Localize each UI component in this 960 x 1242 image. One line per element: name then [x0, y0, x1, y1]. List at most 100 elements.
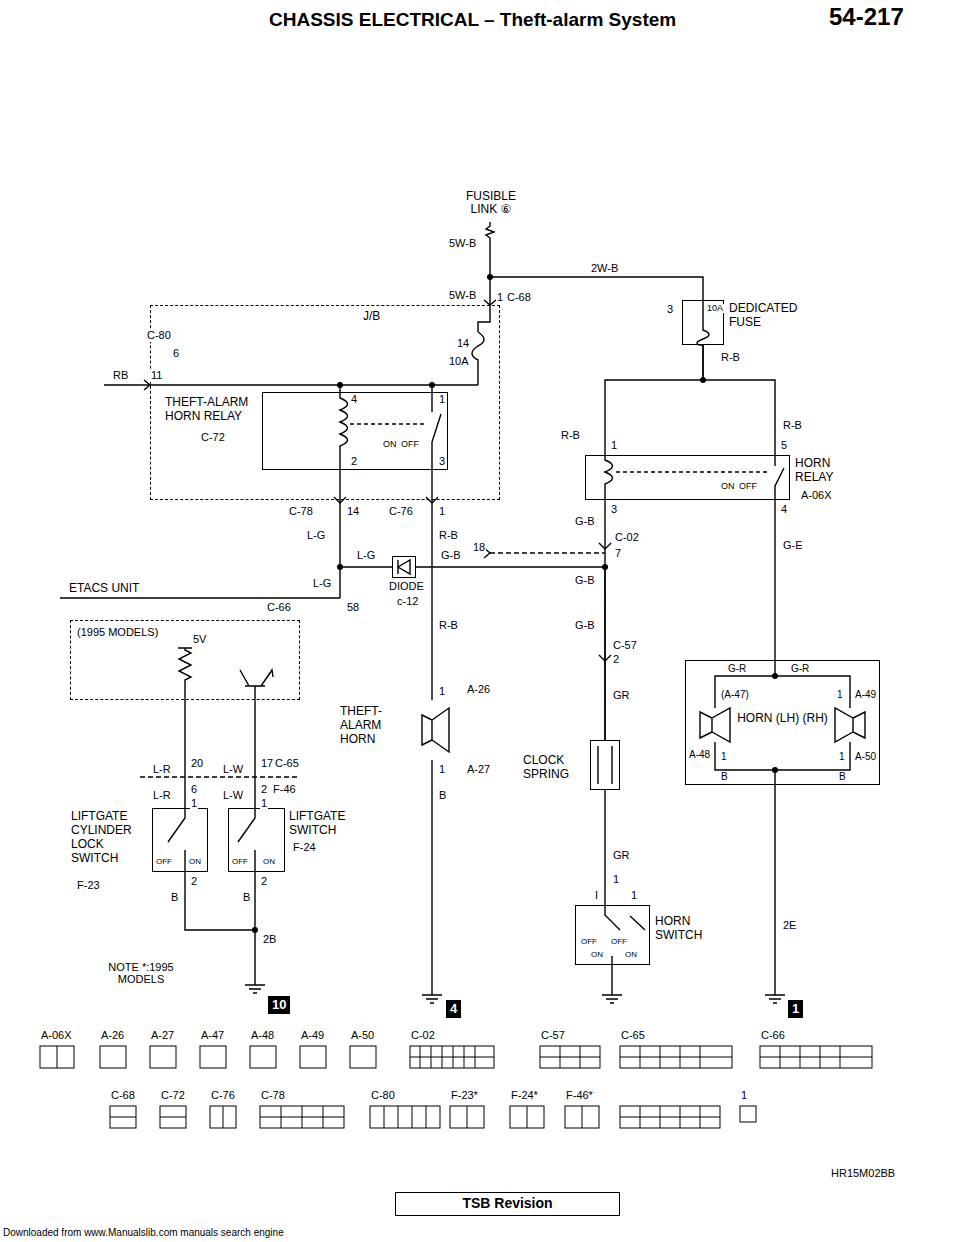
wire-label: OFF: [610, 938, 628, 946]
node-text: (1995 MODELS): [77, 625, 158, 639]
node-text: CLOCK SPRING: [523, 753, 585, 781]
connector-grid: [740, 1106, 756, 1122]
wire-label: 2: [190, 876, 198, 888]
node-text: HORN RELAY: [795, 456, 865, 484]
relay-coil: [340, 392, 348, 470]
wire: [715, 660, 850, 708]
wire-label: L-G: [306, 530, 326, 542]
wire-label: 1: [838, 752, 846, 763]
wire-label: ON: [624, 951, 638, 959]
revision-box: TSB Revision: [395, 1192, 620, 1216]
wire-label: C-72: [200, 432, 226, 444]
wire-connector: [703, 345, 775, 455]
wire-label: A-27: [150, 1030, 175, 1042]
ground-symbol: [245, 985, 265, 993]
wire-label: ON: [188, 858, 202, 866]
node-text: THEFT- ALARM HORN: [340, 704, 396, 746]
wire-label: OFF: [580, 938, 598, 946]
connector-grid: [300, 1046, 326, 1068]
connector-grid: [200, 1046, 226, 1068]
wires: [60, 222, 865, 1003]
grid-lines: [57, 1046, 872, 1068]
wire-label: F-23: [76, 880, 101, 892]
wire-label: A-49: [854, 690, 877, 701]
wire-label: G-E: [782, 540, 804, 552]
ground-symbol: [602, 995, 622, 1003]
node-text: LIFTGATE SWITCH: [289, 809, 359, 837]
wire-label: 1: [260, 798, 268, 810]
wire-label: G-B: [574, 620, 596, 632]
wire-label: C-76: [210, 1090, 236, 1102]
wire-label: 5V: [192, 634, 207, 646]
wire-label: 1: [612, 874, 620, 886]
wire-label: C-66: [760, 1030, 786, 1042]
wire: [185, 700, 255, 808]
wire-label: L-R: [152, 790, 172, 802]
wire-label: A-27: [466, 764, 491, 776]
connector-line: [140, 776, 300, 777]
wire-label: HR15M02BB: [830, 1168, 896, 1180]
wire: [478, 305, 490, 332]
relay-link: [616, 471, 770, 472]
callout-number: 4: [446, 1000, 461, 1018]
wire-label: (A-47): [720, 690, 750, 701]
wire-label: 1: [438, 506, 446, 518]
switch-box: HORN SWITCH: [575, 905, 650, 965]
wire-label: R-B: [720, 352, 741, 364]
node-text: HORN (LH) (RH): [737, 711, 828, 725]
switch-symbol: [168, 808, 255, 872]
wire-label: 2: [260, 784, 268, 796]
node-text: LIFTGATE CYLINDER LOCK SWITCH: [71, 809, 149, 865]
wire-label: A-48: [250, 1030, 275, 1042]
wire-label: G-R: [790, 664, 810, 675]
ground-symbol: [422, 995, 442, 1003]
horn-symbol: [422, 708, 449, 752]
clock-spring: CLOCK SPRING: [590, 740, 620, 790]
connector-grids: [40, 1046, 872, 1128]
junction-dot: [772, 767, 778, 773]
wire-label: 1: [610, 440, 618, 452]
ground-symbol: [765, 995, 785, 1003]
node-text: ETACS UNIT: [69, 581, 139, 595]
transistor-symbol: [240, 670, 273, 700]
wire-label: C-68: [110, 1090, 136, 1102]
diode-symbol: [398, 560, 410, 574]
wire-label: C-78: [260, 1090, 286, 1102]
wire-label: 3: [610, 504, 618, 516]
wire-label: A-26: [100, 1030, 125, 1042]
wire-label: L-R: [152, 764, 172, 776]
wire-label: F-46*: [565, 1090, 594, 1102]
wire-label: B: [438, 790, 447, 802]
wire-label: C-57: [612, 640, 638, 652]
wire-label: C-02: [410, 1030, 436, 1042]
wire-label: 1: [438, 686, 446, 698]
wire-label: 10A: [448, 356, 470, 368]
wire-label: 5: [780, 440, 788, 452]
wire-label: C-78: [288, 506, 314, 518]
wire-label: C-80: [146, 330, 172, 342]
relay-coil: [605, 455, 613, 500]
node-text: DIODE: [389, 579, 424, 593]
wire-label: 11: [150, 370, 163, 382]
wire-label: 1: [496, 292, 504, 304]
wire-label: 6: [190, 784, 198, 796]
wire-label: 3: [438, 456, 446, 468]
relay-box: HORN RELAY: [585, 455, 790, 500]
wire-label: C-65: [274, 758, 300, 770]
junction-dot: [772, 673, 778, 679]
wire-label: 2B: [262, 934, 277, 946]
junction-dot: [337, 382, 343, 388]
wire: [60, 567, 340, 598]
wire-label: F-24: [292, 842, 317, 854]
wire-connector: [416, 567, 605, 740]
wire-label: 2: [612, 654, 620, 666]
wire-label: 2W-B: [590, 263, 619, 275]
wire-label: NOTE *:1995 MODELS: [90, 962, 192, 985]
wire-label: G-R: [727, 664, 747, 675]
wire-label: 1: [836, 690, 844, 701]
wire: [185, 872, 255, 985]
wire-label: C-57: [540, 1030, 566, 1042]
wire-label: 4: [780, 504, 788, 516]
wire-label: A-26: [466, 684, 491, 696]
wire-label: 2E: [782, 920, 797, 932]
